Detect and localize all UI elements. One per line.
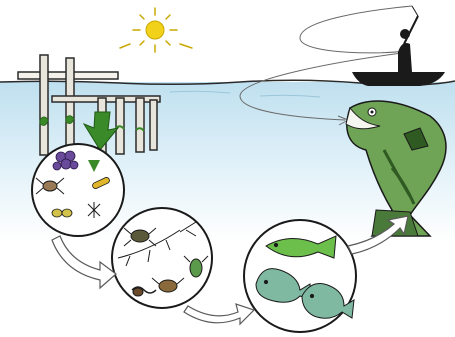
plankton-circle (32, 144, 124, 236)
insects-circle (112, 208, 212, 308)
small-fish-circle (244, 220, 356, 332)
